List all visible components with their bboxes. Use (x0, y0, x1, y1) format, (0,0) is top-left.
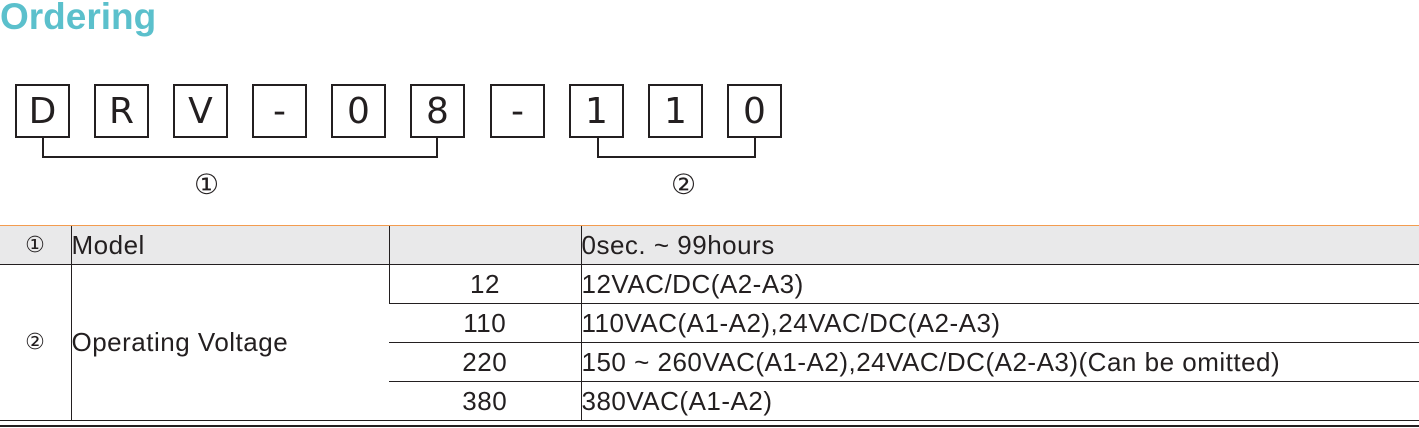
table-bottom-rule (0, 425, 1419, 427)
code-char-box: - (252, 84, 307, 138)
row-description: 110VAC(A1-A2),24VAC/DC(A2-A3) (580, 303, 1419, 343)
table-row: 110 110VAC(A1-A2),24VAC/DC(A2-A3) (0, 303, 1419, 343)
row-index: ② (0, 264, 71, 421)
row-code: 110 (389, 303, 581, 343)
code-char-box: 8 (410, 84, 465, 138)
row-description: 380VAC(A1-A2) (580, 381, 1419, 421)
row-code: 12 (388, 264, 581, 304)
row-code (388, 226, 581, 265)
code-char-box: D (15, 84, 70, 138)
code-char-box: 1 (569, 84, 624, 138)
marker-2: ② (671, 168, 697, 201)
table-row: 220 150 ~ 260VAC(A1-A2),24VAC/DC(A2-A3)(… (0, 342, 1419, 382)
row-description: 12VAC/DC(A2-A3) (580, 264, 1419, 304)
row-description: 150 ~ 260VAC(A1-A2),24VAC/DC(A2-A3)(Can … (580, 342, 1419, 382)
code-char-box: 1 (648, 84, 703, 138)
bracket-model (42, 138, 438, 158)
page-title: Ordering (0, 0, 157, 37)
code-char-box: R (94, 84, 149, 138)
table-row: ① Model 0sec. ~ 99hours (0, 226, 1419, 265)
row-code: 220 (389, 342, 581, 382)
row-code: 380 (389, 381, 581, 421)
row-index: ① (0, 226, 71, 265)
row-item: Model (70, 226, 389, 265)
code-char-box: V (173, 84, 228, 138)
code-char-box: 0 (331, 84, 386, 138)
code-char-box: - (490, 84, 545, 138)
ordering-table: ① Model 0sec. ~ 99hours ② Operating Volt… (0, 226, 1419, 421)
row-description: 0sec. ~ 99hours (580, 226, 1419, 265)
table-row: 380 380VAC(A1-A2) (0, 381, 1419, 421)
bracket-voltage (597, 138, 756, 158)
row-item: Operating Voltage (70, 264, 389, 421)
code-char-box: 0 (727, 84, 782, 138)
code-brackets (42, 138, 756, 158)
table-row: ② Operating Voltage 12 12VAC/DC(A2-A3) (0, 264, 1419, 421)
marker-1: ① (194, 168, 220, 201)
